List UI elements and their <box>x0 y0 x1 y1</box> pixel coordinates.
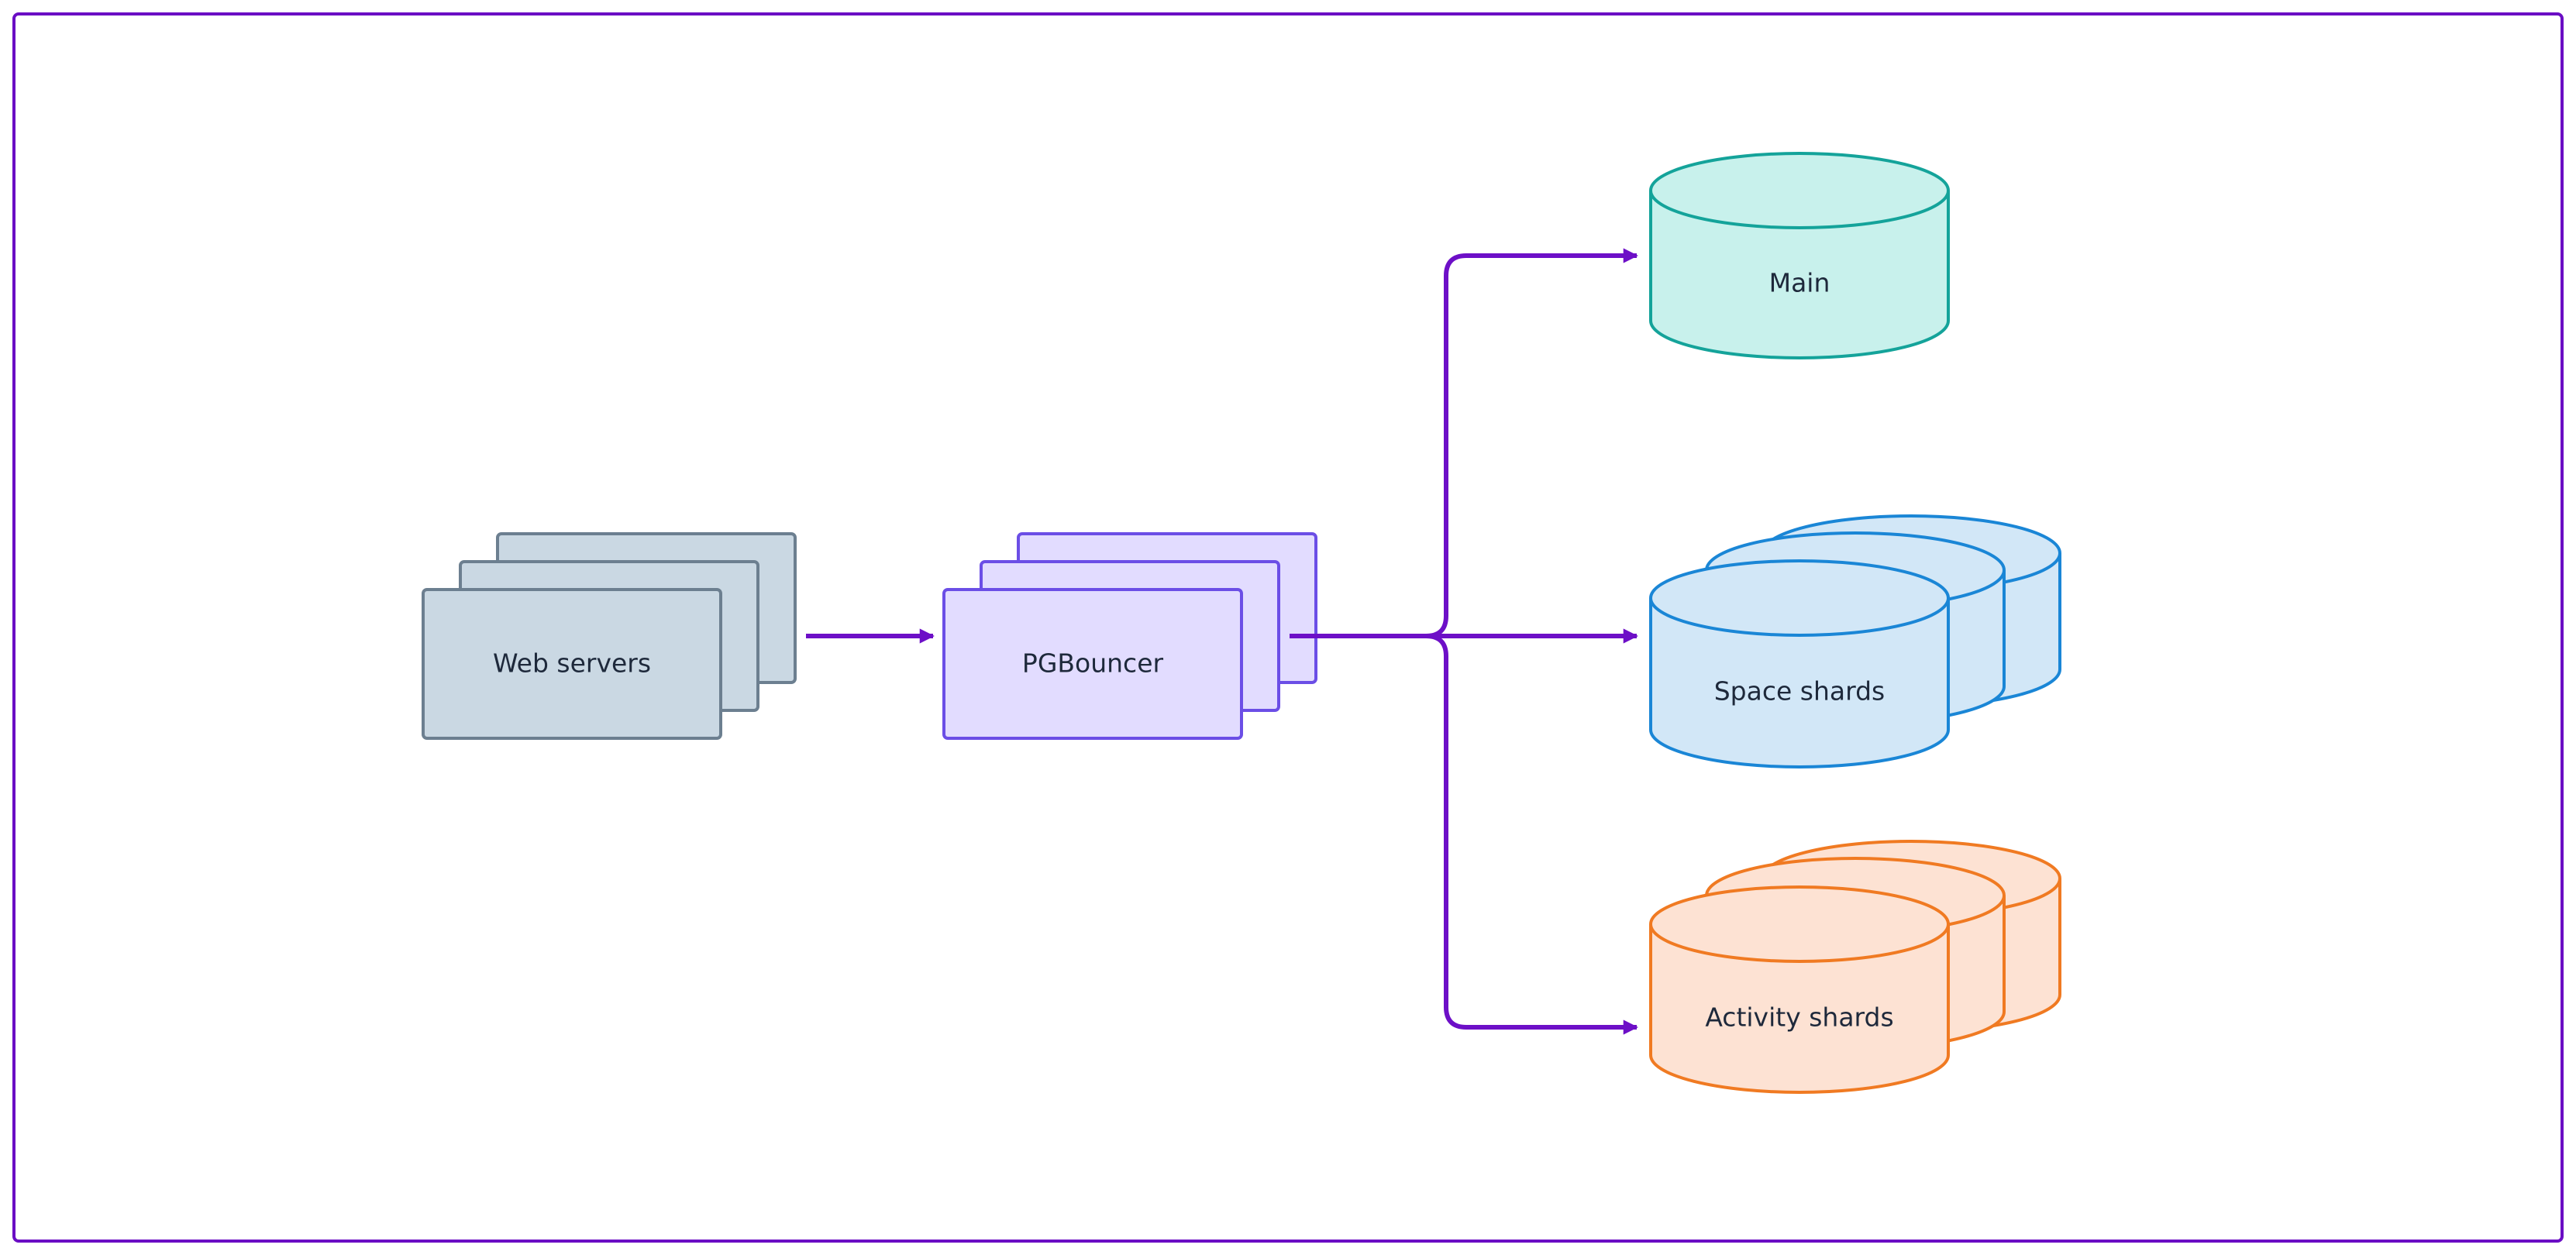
activity-shards-cylinder-front-top <box>1649 885 1950 963</box>
web-servers-node: Web servers <box>422 532 797 740</box>
space-shards-cylinder-front-body <box>1649 598 1950 768</box>
activity-shards-node: Activity shards <box>1649 840 2061 1094</box>
space-shards-label: Space shards <box>1714 676 1886 707</box>
activity-shards-label: Activity shards <box>1705 1002 1893 1033</box>
main-cylinder-top <box>1649 152 1950 229</box>
diagram-frame <box>12 12 2564 1243</box>
main-label: Main <box>1769 268 1830 298</box>
pgbouncer-card-front <box>942 588 1243 740</box>
arrow-pgbouncer-to-main <box>1425 248 1638 638</box>
activity-shards-cylinder-front-body <box>1649 924 1950 1094</box>
fanout-connector <box>1290 248 1638 1035</box>
space-shards-cylinder-front-top <box>1649 559 1950 637</box>
pgbouncer-node: PGBouncer <box>942 532 1317 740</box>
main-database-node: Main <box>1649 152 1950 359</box>
arrow-pgbouncer-to-activity-shards <box>1425 634 1638 1035</box>
web-servers-card-front <box>422 588 722 740</box>
web-servers-label: Web servers <box>493 648 651 679</box>
pgbouncer-label: PGBouncer <box>1022 648 1164 679</box>
space-shards-node: Space shards <box>1649 514 2061 768</box>
main-cylinder-body <box>1649 191 1950 359</box>
